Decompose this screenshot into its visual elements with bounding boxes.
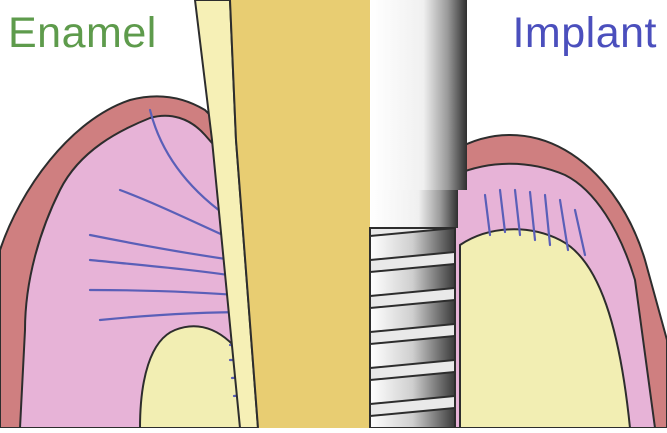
implant-collar (370, 190, 458, 228)
implant-abutment (370, 0, 467, 190)
implant-label: Implant (512, 12, 657, 55)
implant (370, 0, 467, 428)
natural-tooth-side (0, 0, 370, 428)
implant-side (370, 0, 667, 428)
enamel-label: Enamel (8, 12, 157, 55)
